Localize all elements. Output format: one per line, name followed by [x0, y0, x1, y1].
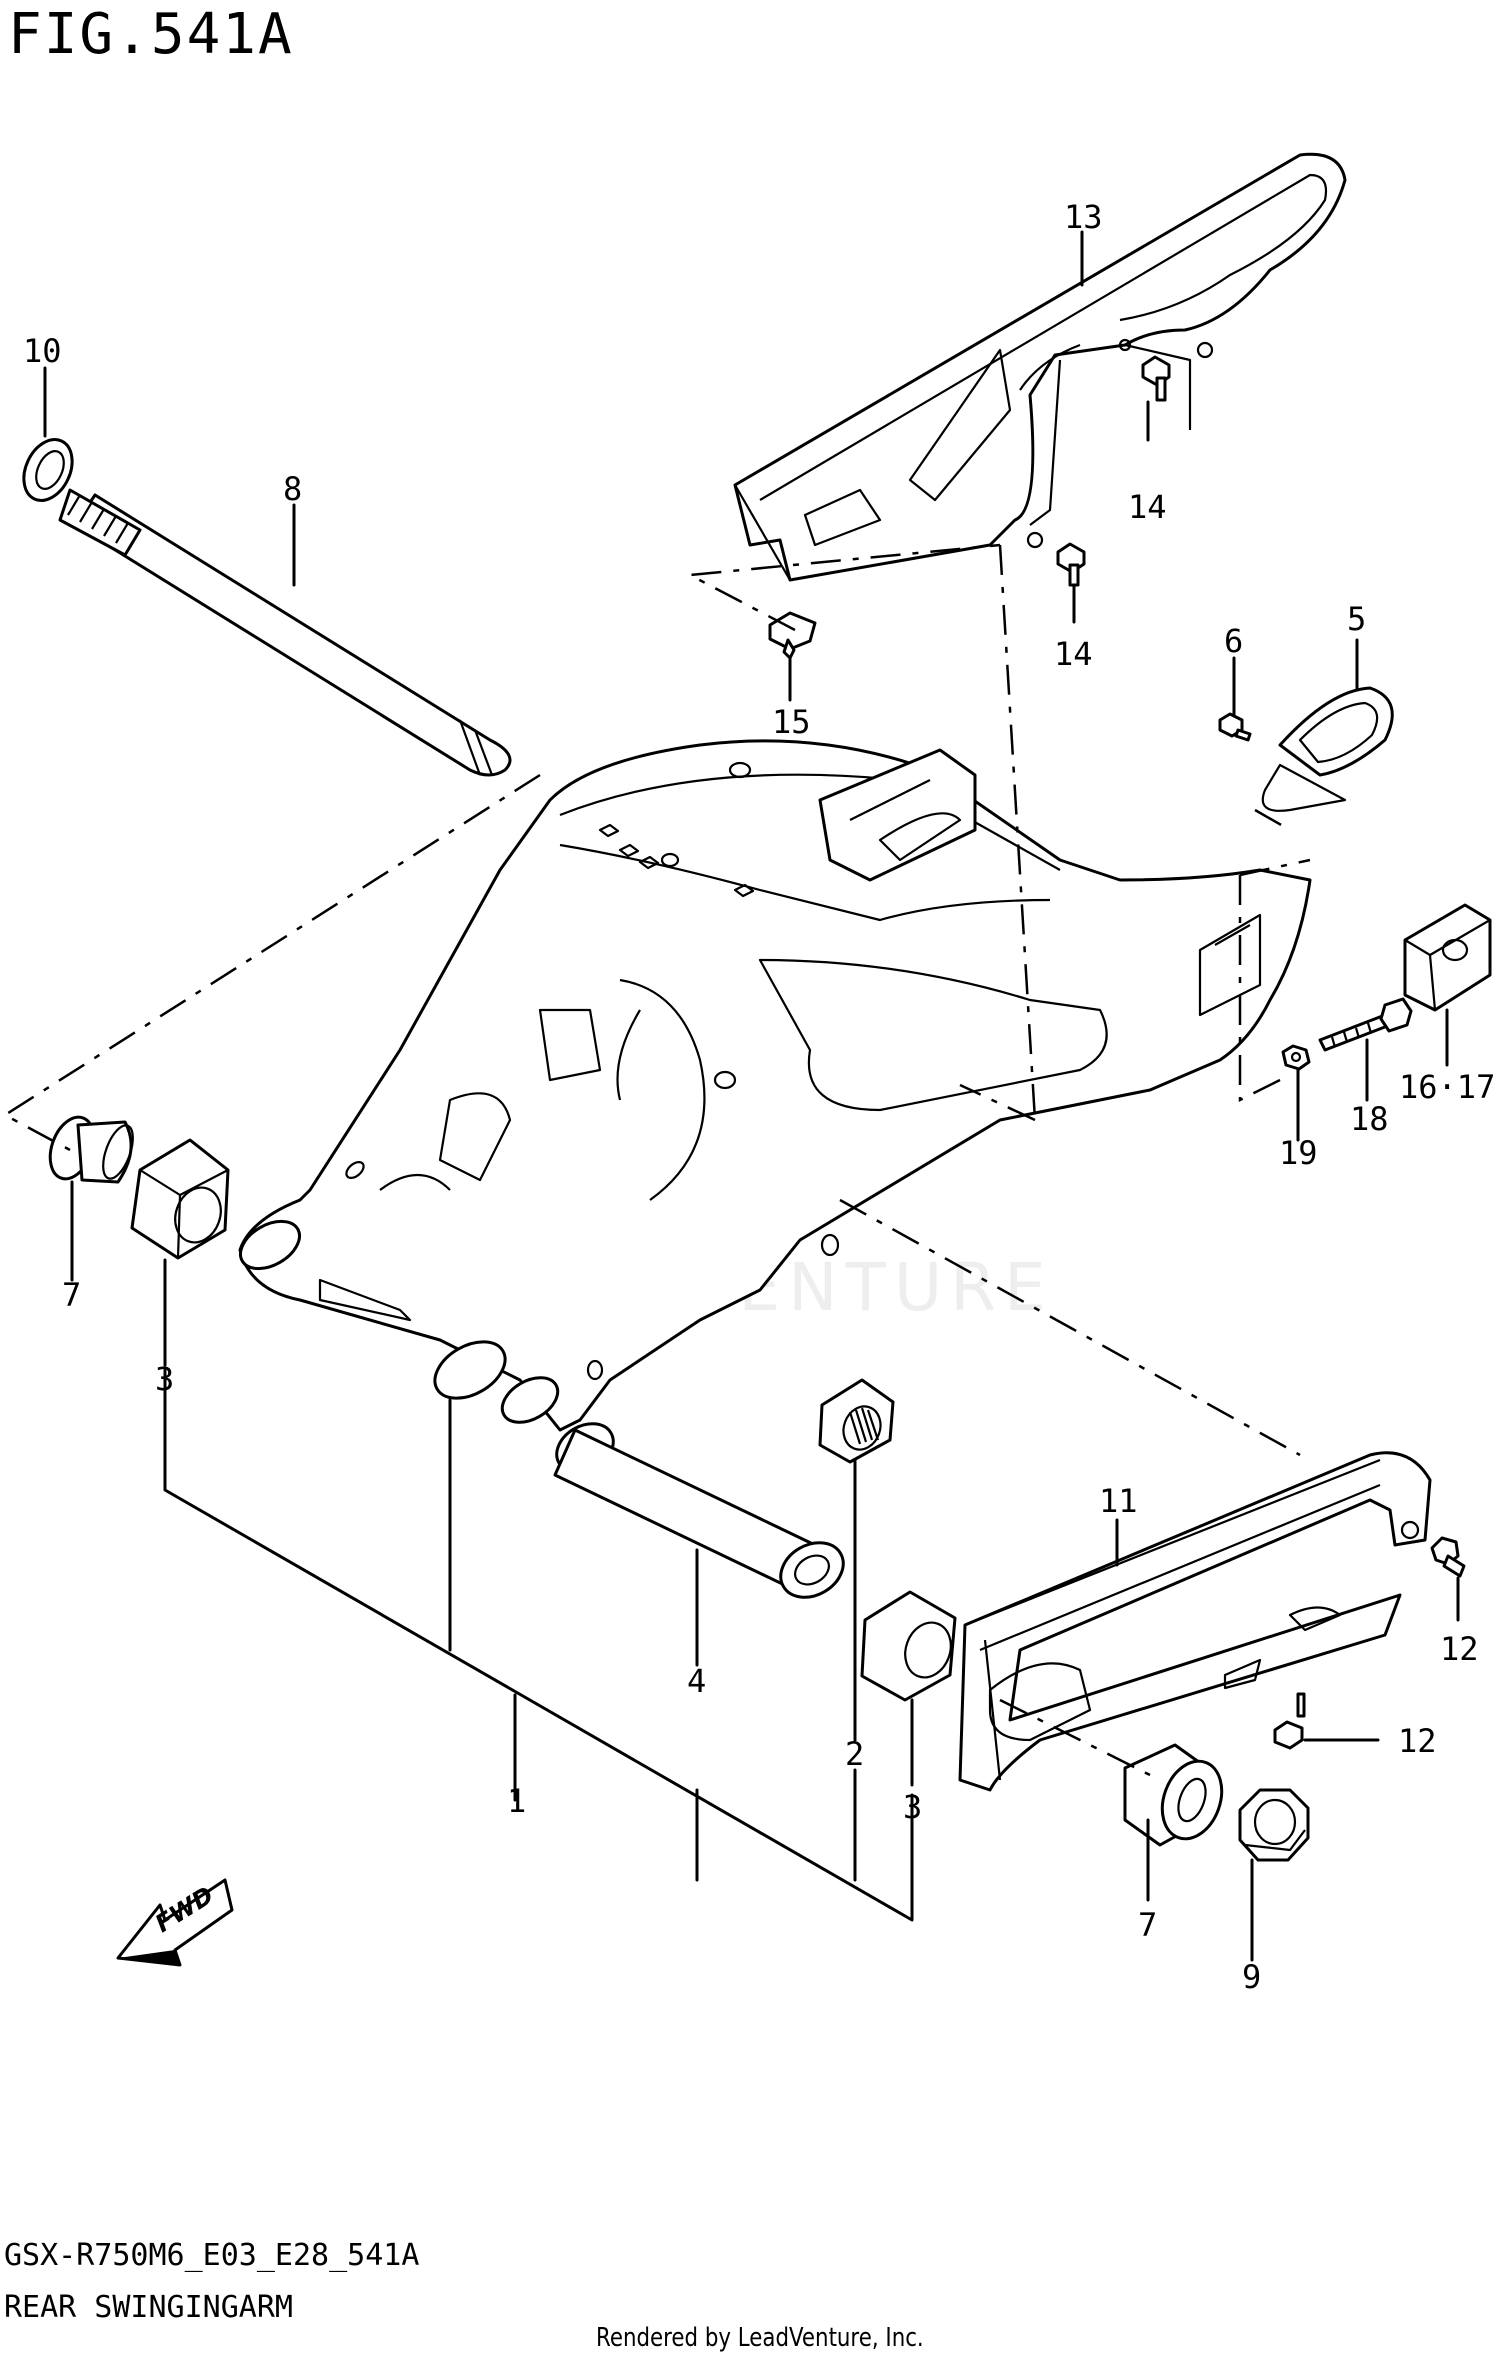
callout-19: 19	[1279, 1134, 1318, 1172]
callout-12-lower: 12	[1398, 1722, 1437, 1760]
bearing-right	[860, 1590, 957, 1702]
alignment-lines	[2, 543, 1311, 1777]
body-bracket	[818, 748, 977, 882]
chain-guide	[958, 1451, 1432, 1792]
callout-1: 1	[507, 1782, 526, 1820]
adjuster-bolt	[1318, 997, 1413, 1052]
dust-seal-left	[48, 1115, 134, 1184]
callout-7-right: 7	[1138, 1906, 1157, 1944]
callout-13: 13	[1064, 198, 1103, 236]
fwd-arrow: FWD	[116, 1878, 234, 1967]
callout-14-lower: 14	[1054, 635, 1093, 673]
callout-11: 11	[1099, 1482, 1138, 1520]
callout-6: 6	[1224, 622, 1243, 660]
callout-5: 5	[1347, 600, 1366, 638]
pivot-shaft	[58, 488, 512, 777]
chain-cover	[733, 152, 1347, 582]
figure-title: FIG.541A	[8, 2, 294, 67]
callout-16-17: 16·17	[1399, 1068, 1495, 1106]
needle-bearing	[818, 1378, 895, 1464]
dust-seal-right	[1123, 1743, 1224, 1847]
adjuster-nut	[1281, 1044, 1311, 1071]
pivot-spacer	[553, 1422, 845, 1599]
pivot-nut-right	[1238, 1788, 1310, 1862]
callout-4: 4	[687, 1662, 706, 1700]
model-code: GSX-R750M6_E03_E28_541A	[4, 2238, 420, 2273]
leader-lines	[43, 230, 1460, 1962]
callout-7-left: 7	[62, 1276, 81, 1314]
adjuster-block	[1403, 903, 1492, 1012]
section-title: REAR SWINGINGARM	[4, 2290, 293, 2325]
callout-8: 8	[283, 470, 302, 508]
callout-10: 10	[23, 332, 62, 370]
swingarm-body	[238, 739, 1312, 1432]
adjuster-plate	[1261, 686, 1394, 812]
callout-18: 18	[1350, 1100, 1389, 1138]
cover-bolt-lower	[1056, 542, 1086, 587]
callout-3-left: 3	[155, 1360, 174, 1398]
guide-bolt-upper	[1430, 1536, 1466, 1578]
rendered-by-credit: Rendered by LeadVenture, Inc.	[596, 2323, 924, 2353]
guide-bolt-lower	[1273, 1692, 1306, 1750]
cover-bolt-upper	[1141, 355, 1171, 402]
callout-14-upper: 14	[1128, 488, 1167, 526]
bearing-left	[130, 1138, 230, 1260]
pivot-nut	[22, 438, 74, 502]
callout-15: 15	[772, 703, 811, 741]
callout-12-upper: 12	[1440, 1630, 1479, 1668]
callout-9: 9	[1242, 1958, 1261, 1996]
callout-2: 2	[845, 1735, 864, 1773]
adjuster-plate-screw	[1218, 712, 1252, 742]
callout-3-right: 3	[903, 1788, 922, 1826]
